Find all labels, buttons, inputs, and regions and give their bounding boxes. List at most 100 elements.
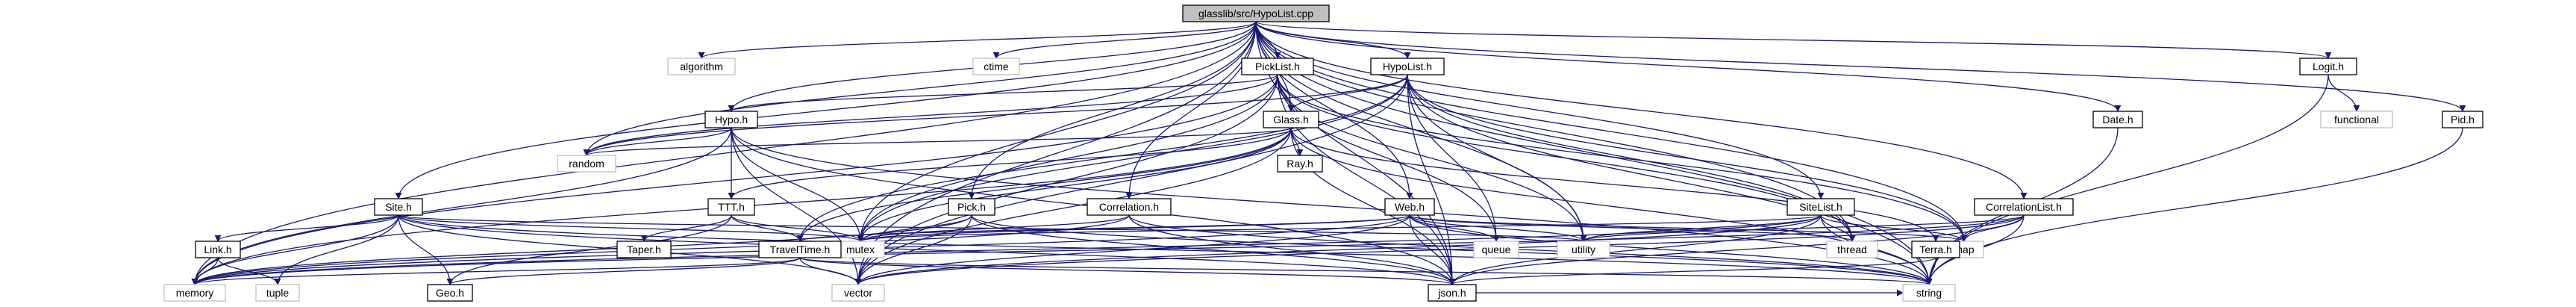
edge-correlationlist-to-memory bbox=[191, 214, 2025, 285]
node-ttt[interactable]: TTT.h bbox=[707, 198, 755, 216]
edge-hypolist-to-map bbox=[1407, 74, 1968, 242]
node-sitelist-box bbox=[1786, 198, 1855, 216]
edge-picklist-to-hypo bbox=[728, 74, 1278, 112]
node-string-box bbox=[1902, 284, 1956, 302]
node-correlationlist-label: CorrelationList.h bbox=[1986, 201, 2062, 213]
node-sitelist-label: SiteList.h bbox=[1799, 201, 1842, 213]
node-picklist[interactable]: PickList.h bbox=[1241, 58, 1314, 75]
node-logit-label: Logit.h bbox=[2313, 61, 2344, 72]
node-ttt-label: TTT.h bbox=[718, 201, 745, 213]
node-picklist-box bbox=[1241, 58, 1314, 75]
node-correlationlist[interactable]: CorrelationList.h bbox=[1974, 198, 2074, 216]
edge-hypolist-to-queue bbox=[1407, 74, 1500, 242]
node-hypolist-box bbox=[1370, 58, 1445, 75]
edge-picklist-to-map bbox=[1277, 74, 1968, 242]
node-link[interactable]: Link.h bbox=[195, 241, 241, 258]
edge-hypolist-to-json bbox=[1407, 74, 1456, 285]
edge-traveltime-to-json bbox=[799, 257, 1456, 285]
edge-hypolist-to-random bbox=[583, 74, 1408, 156]
edge-site-to-tuple bbox=[274, 214, 399, 285]
node-geo[interactable]: Geo.h bbox=[427, 284, 473, 302]
edge-pick-to-vector bbox=[854, 214, 972, 285]
node-functional-label: functional bbox=[2334, 114, 2379, 125]
node-vector-box bbox=[831, 284, 885, 302]
node-correlationlist-box bbox=[1974, 198, 2074, 216]
node-hypo-label: Hypo.h bbox=[715, 114, 748, 125]
edge-sitelist-to-vector bbox=[854, 214, 1822, 285]
node-ray[interactable]: Ray.h bbox=[1277, 155, 1323, 173]
edge-root-to-web bbox=[1255, 21, 1413, 199]
edge-glass-to-terra bbox=[1290, 127, 1939, 242]
node-pick[interactable]: Pick.h bbox=[948, 198, 995, 216]
node-geo-label: Geo.h bbox=[436, 287, 464, 299]
edge-root-to-pick bbox=[968, 21, 1257, 199]
node-vector-label: vector bbox=[844, 287, 872, 299]
node-glass[interactable]: Glass.h bbox=[1263, 111, 1319, 128]
node-algorithm: algorithm bbox=[667, 58, 736, 75]
edge-root-to-hypolist bbox=[1255, 21, 1411, 59]
edge-hypo-to-mutex bbox=[731, 127, 864, 242]
node-terra[interactable]: Terra.h bbox=[1911, 241, 1960, 258]
node-logit[interactable]: Logit.h bbox=[2299, 58, 2357, 75]
edge-traveltime-to-vector bbox=[799, 257, 862, 285]
edge-sitelist-to-mutex bbox=[857, 214, 1822, 242]
node-glass-label: Glass.h bbox=[1273, 114, 1308, 125]
edge-ttt-to-traveltime bbox=[731, 214, 804, 242]
edge-pick-to-mutex bbox=[857, 214, 972, 242]
edge-root-to-mutex bbox=[857, 21, 1257, 242]
node-site[interactable]: Site.h bbox=[374, 198, 423, 216]
node-mutex-label: mutex bbox=[846, 244, 875, 255]
node-utility-label: utility bbox=[1572, 244, 1595, 255]
edge-web-to-queue bbox=[1409, 214, 1500, 242]
node-taper[interactable]: Taper.h bbox=[616, 241, 672, 258]
node-json[interactable]: json.h bbox=[1428, 284, 1477, 302]
edge-root-to-thread bbox=[1255, 21, 1856, 242]
edge-root-to-pid bbox=[1255, 21, 2466, 112]
edge-pick-to-memory bbox=[191, 214, 972, 285]
node-root-box bbox=[1182, 4, 1330, 22]
edge-root-to-memory bbox=[191, 21, 1257, 285]
edge-site-to-link bbox=[214, 214, 399, 242]
node-ctime: ctime bbox=[972, 58, 1020, 75]
edge-root-to-sitelist bbox=[1255, 21, 1825, 199]
node-date-box bbox=[2092, 111, 2143, 128]
node-string-label: string bbox=[1916, 287, 1942, 299]
edge-hypolist-to-glass bbox=[1287, 74, 1408, 112]
node-traveltime-label: TravelTime.h bbox=[770, 244, 831, 255]
node-correlation[interactable]: Correlation.h bbox=[1087, 198, 1172, 216]
edge-correlation-to-mutex bbox=[857, 214, 1130, 242]
node-pid-box bbox=[2442, 111, 2483, 128]
node-memory-box bbox=[163, 284, 226, 302]
node-ray-box bbox=[1277, 155, 1323, 173]
node-pid[interactable]: Pid.h bbox=[2442, 111, 2483, 128]
edge-picklist-to-random bbox=[583, 74, 1278, 156]
node-json-label: json.h bbox=[1437, 287, 1466, 299]
edge-web-to-traveltime bbox=[796, 214, 1410, 242]
node-terra-box bbox=[1911, 241, 1960, 258]
edge-glass-to-ttt bbox=[728, 127, 1292, 199]
node-link-box bbox=[195, 241, 241, 258]
edge-picklist-to-memory bbox=[191, 74, 1278, 285]
node-thread: thread bbox=[1826, 241, 1878, 258]
node-web[interactable]: Web.h bbox=[1384, 198, 1435, 216]
node-sitelist[interactable]: SiteList.h bbox=[1786, 198, 1855, 216]
edge-ttt-to-mutex bbox=[731, 214, 864, 242]
node-vector: vector bbox=[831, 284, 885, 302]
edge-traveltime-to-memory bbox=[191, 257, 801, 285]
node-logit-box bbox=[2299, 58, 2357, 75]
edge-correlationlist-to-vector bbox=[854, 214, 2025, 285]
edge-web-to-string bbox=[1409, 214, 1933, 285]
node-site-label: Site.h bbox=[385, 201, 412, 213]
node-date[interactable]: Date.h bbox=[2092, 111, 2143, 128]
node-terra-label: Terra.h bbox=[1919, 244, 1952, 255]
node-root[interactable]: glasslib/src/HypoList.cpp bbox=[1182, 4, 1330, 22]
node-link-label: Link.h bbox=[204, 244, 231, 255]
node-hypolist[interactable]: HypoList.h bbox=[1370, 58, 1445, 75]
edge-sitelist-to-utility bbox=[1580, 214, 1822, 242]
edge-picklist-to-mutex bbox=[857, 74, 1278, 242]
node-traveltime[interactable]: TravelTime.h bbox=[758, 241, 842, 258]
node-utility-box bbox=[1557, 241, 1610, 258]
node-hypo[interactable]: Hypo.h bbox=[704, 111, 758, 128]
node-thread-label: thread bbox=[1837, 244, 1867, 255]
edge-web-to-utility bbox=[1409, 214, 1587, 242]
